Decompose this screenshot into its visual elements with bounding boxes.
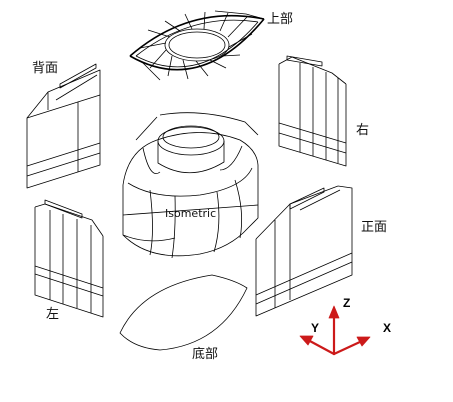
x-axis-arrow bbox=[332, 339, 364, 356]
y-arrowhead-icon bbox=[299, 335, 314, 346]
z-arrowhead-icon bbox=[328, 305, 340, 319]
x-arrowhead-icon bbox=[356, 336, 371, 347]
left-view-label[interactable]: 左 bbox=[46, 307, 60, 322]
axis-triad bbox=[299, 305, 371, 356]
left-view-shape[interactable] bbox=[34, 199, 104, 318]
y-axis-arrow bbox=[306, 338, 336, 356]
isometric-view-label[interactable]: Isometric bbox=[165, 207, 217, 220]
bottom-view-shape[interactable] bbox=[119, 274, 248, 351]
x-axis-label: X bbox=[383, 321, 392, 335]
front-view-shape[interactable] bbox=[255, 185, 353, 317]
bottom-view-label[interactable]: 底部 bbox=[192, 347, 219, 362]
y-axis-label: Y bbox=[311, 321, 320, 335]
right-view-label[interactable]: 右 bbox=[356, 123, 370, 138]
isometric-view-shape[interactable] bbox=[122, 112, 259, 259]
z-axis-label: Z bbox=[343, 296, 351, 310]
right-view-shape[interactable] bbox=[278, 55, 347, 167]
back-view-label[interactable]: 背面 bbox=[32, 61, 59, 76]
front-view-label[interactable]: 正面 bbox=[361, 220, 388, 235]
top-view-shape[interactable] bbox=[129, 10, 265, 81]
top-view-label[interactable]: 上部 bbox=[267, 12, 294, 27]
back-view-shape[interactable] bbox=[26, 63, 101, 189]
